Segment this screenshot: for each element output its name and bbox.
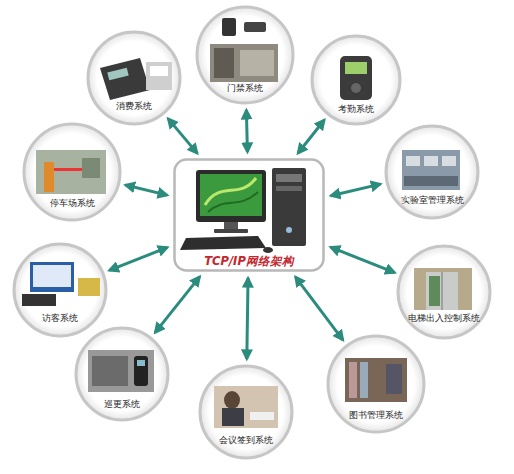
double-arrow [331, 184, 381, 196]
system-circle: 访客系统 [12, 242, 108, 338]
double-arrow [247, 278, 248, 359]
double-arrow [155, 277, 200, 333]
circle-outline [198, 364, 294, 460]
double-arrow [298, 120, 324, 153]
system-circle: 消费系统 [86, 30, 182, 126]
system-label: 考勤系统 [310, 104, 402, 116]
system-label: 电梯出入控制系统 [396, 313, 492, 325]
double-arrow [246, 110, 247, 152]
system-circle: 图书管理系统 [326, 334, 426, 434]
system-label: 实验室管理系统 [384, 195, 480, 207]
system-circle: 会议签到系统 [198, 364, 294, 460]
system-circle: 考勤系统 [310, 34, 402, 126]
system-label: 停车场系统 [22, 198, 122, 210]
double-arrow [331, 247, 395, 272]
double-arrow [125, 185, 167, 195]
circle-outline [86, 30, 182, 126]
system-label: 访客系统 [12, 313, 108, 325]
circle-shape [398, 246, 490, 338]
double-arrow [168, 119, 197, 154]
system-circle: 停车场系统 [22, 122, 122, 222]
circle-outline [12, 242, 108, 338]
double-arrow [295, 277, 343, 340]
circle-outline [396, 244, 492, 340]
hub-label: TCP/IP网络架构 [173, 254, 325, 269]
system-label: 消费系统 [86, 101, 182, 113]
system-circle: 实验室管理系统 [384, 124, 480, 220]
hub-box: TCP/IP网络架构 [173, 158, 325, 272]
double-arrow [109, 247, 167, 270]
hub-rect [175, 160, 324, 271]
circle-outline [384, 124, 480, 220]
system-label: 巡更系统 [74, 399, 170, 411]
system-label: 会议签到系统 [198, 435, 294, 447]
system-circle: 巡更系统 [74, 326, 170, 422]
system-label: 门禁系统 [195, 83, 295, 95]
system-label: 图书管理系统 [326, 410, 426, 422]
system-circle: 门禁系统 [195, 5, 295, 105]
system-circle: 电梯出入控制系统 [396, 244, 492, 340]
